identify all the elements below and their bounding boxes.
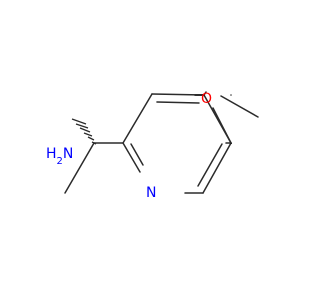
ring-bond-c2-c3 bbox=[122, 93, 153, 144]
ring-double-bond-c3-c4 bbox=[156, 101, 200, 104]
amine-label: H2N bbox=[46, 146, 73, 167]
bond-c5-o-visible bbox=[212, 107, 232, 144]
pyridine-nitrogen-label: N bbox=[146, 185, 156, 201]
hashed-wedge-bond bbox=[71, 118, 97, 145]
chemical-structure: H2N N O bbox=[46, 91, 259, 201]
oxygen-label: O bbox=[201, 91, 212, 107]
bond-o-ch3-visible bbox=[220, 95, 259, 118]
ring-double-bond-n1-c2 bbox=[130, 143, 144, 166]
ring-double-bond-c5-c6 bbox=[197, 143, 223, 187]
ring-bond-c5-c6 bbox=[202, 142, 232, 194]
ring-bond-n1-c2 bbox=[122, 142, 141, 173]
bond-chiral-carbon-to-methyl bbox=[64, 142, 95, 194]
